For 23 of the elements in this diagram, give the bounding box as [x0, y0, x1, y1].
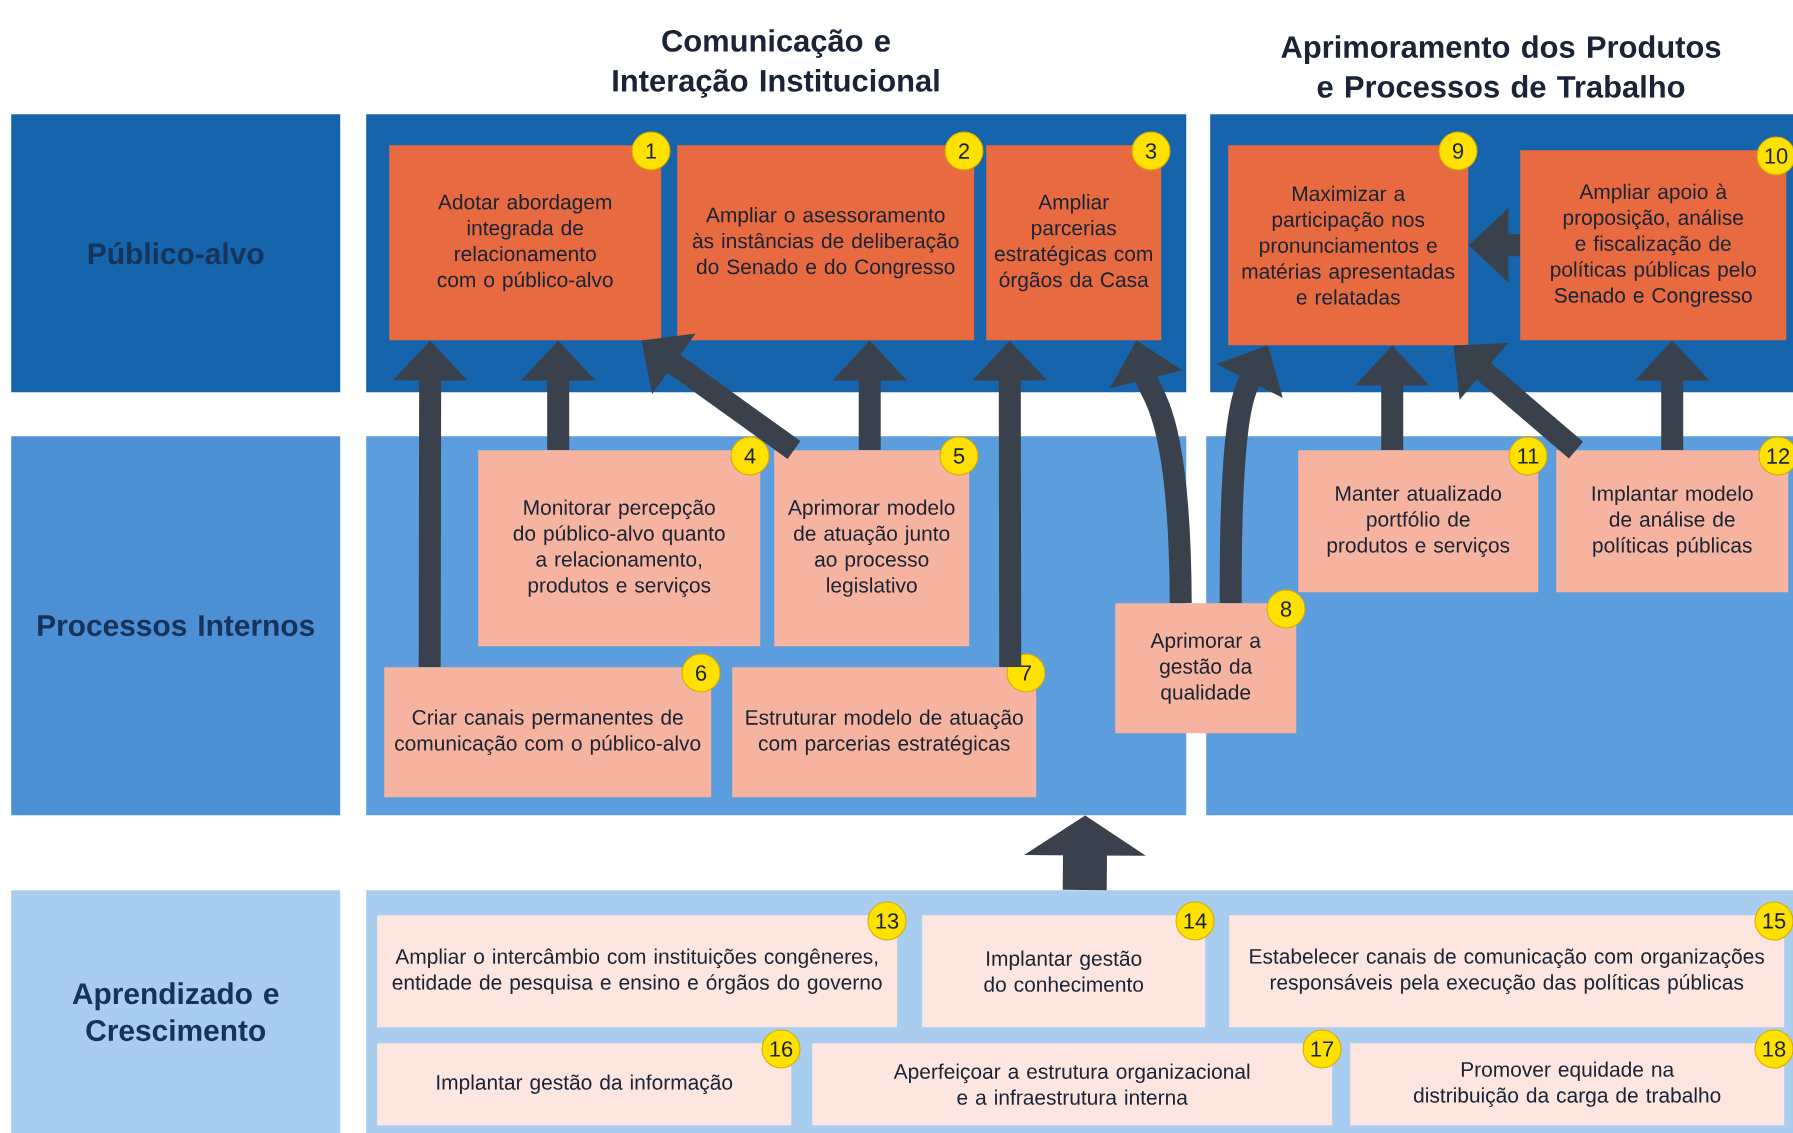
number-badge: 8: [1266, 589, 1306, 629]
number-badge: 12: [1758, 436, 1793, 476]
column-heading: Aprimoramento dos Produtos e Processos de Trabalho: [1281, 35, 1721, 98]
number-badge: 10: [1756, 136, 1793, 176]
number-badge: 3: [1131, 131, 1171, 171]
number-badge: 7: [1006, 653, 1046, 693]
number-badge: 11: [1508, 436, 1548, 476]
column-heading: Comunicação e Interação Institucional: [613, 29, 939, 98]
number-badge: 17: [1302, 1029, 1342, 1069]
number-badge: 9: [1438, 131, 1478, 171]
number-badge: 6: [681, 653, 721, 693]
number-badge: 4: [730, 436, 770, 476]
perspective-band: Público-alvo: [11, 114, 341, 393]
perspective-band: Processos Internos: [11, 436, 341, 816]
number-badge: 13: [867, 901, 907, 941]
number-badge: 18: [1754, 1029, 1793, 1069]
number-badge: 1: [631, 131, 671, 171]
number-badge: 2: [944, 131, 984, 171]
number-badge: 5: [939, 436, 979, 476]
number-badge: 15: [1754, 901, 1793, 941]
number-badge: 16: [761, 1029, 801, 1069]
number-badge: 14: [1175, 901, 1215, 941]
perspective-band: Aprendizado e Crescimento: [11, 890, 341, 1133]
